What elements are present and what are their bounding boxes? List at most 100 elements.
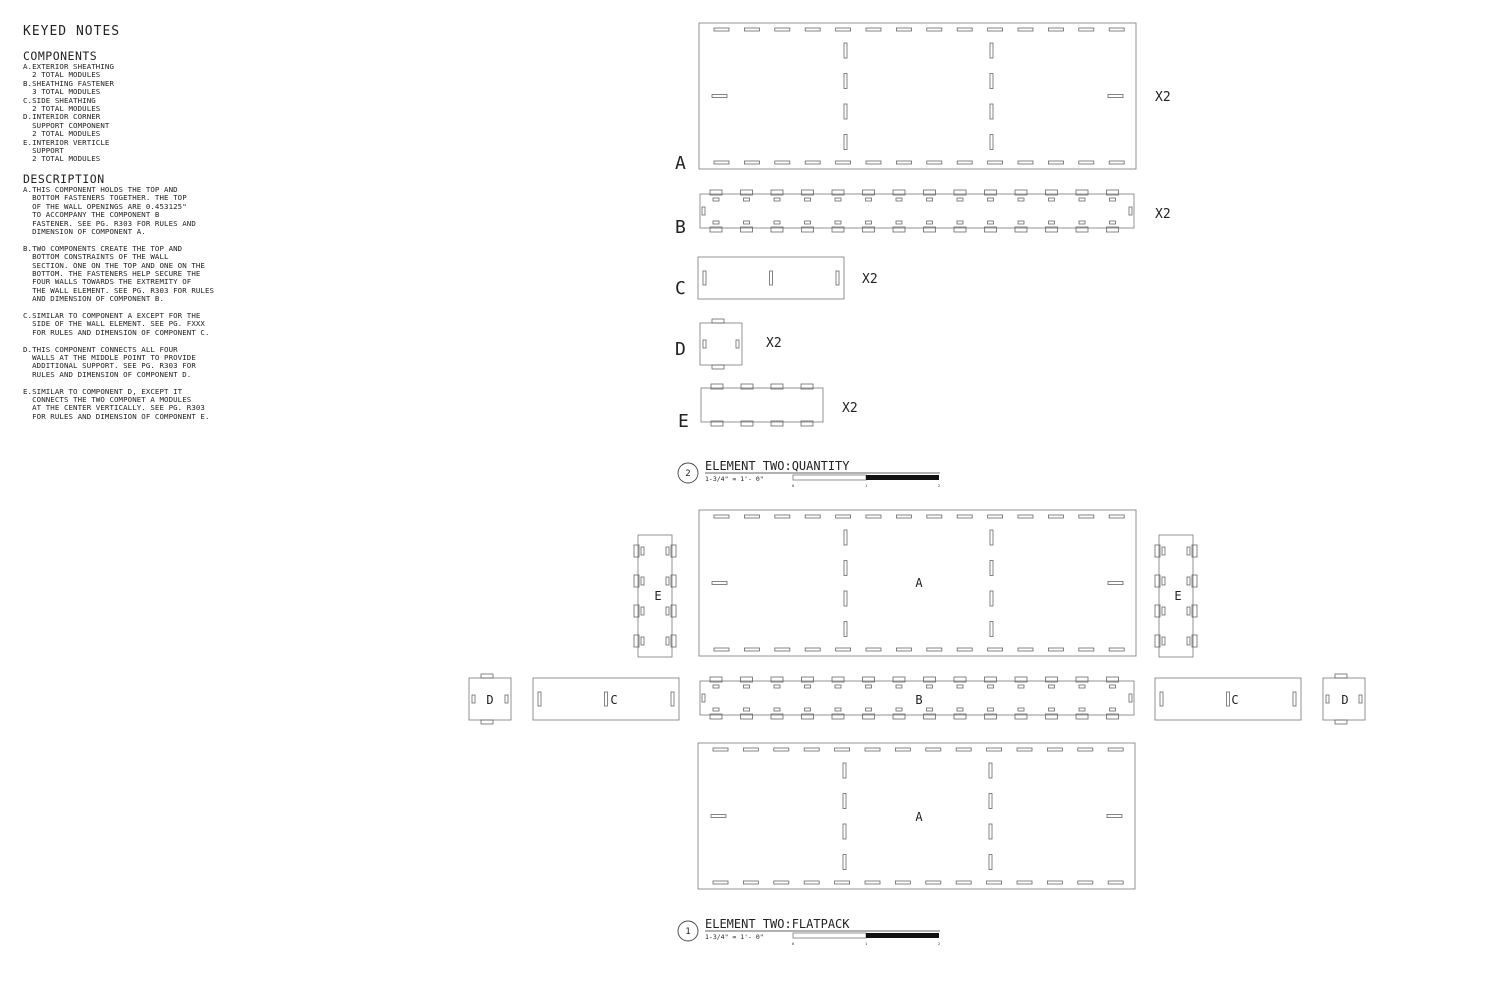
quantity-part-count: X2 (842, 401, 858, 416)
fastener-hole (926, 684, 933, 689)
flatpack_view-number-bubble (677, 920, 699, 942)
description-item: D.THIS COMPONENT CONNECTS ALL FOUR WALLS… (23, 344, 263, 380)
fastener-hole (865, 707, 872, 712)
vertical-slot (989, 529, 994, 546)
bottom-slot (926, 160, 943, 165)
bottom-slot (804, 160, 821, 165)
fastener-hole (743, 707, 750, 712)
bottom-slot (835, 647, 851, 652)
top-slot (1017, 27, 1034, 32)
fastener-hole (804, 707, 811, 712)
fastener-hole (834, 197, 842, 202)
bottom-slot (1047, 880, 1063, 885)
fastener-hole (804, 220, 811, 225)
e-tab (770, 383, 784, 390)
fastener-hole (712, 707, 720, 712)
bottom-slot (773, 880, 790, 885)
fastener-tab-bottom (770, 713, 784, 720)
end-slot (1128, 693, 1133, 703)
description-line: BOTTOM FASTENERS TOGETHER. THE TOP (23, 193, 187, 203)
bottom-slot (713, 160, 730, 165)
c-slot (702, 270, 707, 286)
fastener-tab-top (892, 189, 906, 196)
component-a-outline (698, 22, 1137, 170)
component-e-outline (700, 387, 824, 423)
quantity-part-count: X2 (766, 336, 782, 351)
bottom-slot (865, 647, 882, 652)
scale-tick-label: 1 (865, 484, 867, 488)
bottom-slot (896, 160, 912, 165)
fastener-tab-top (709, 189, 723, 196)
top-slot (803, 747, 820, 752)
fastener-tab-top (1106, 676, 1119, 683)
component-note-line: A.EXTERIOR SHEATHING (23, 62, 114, 71)
flatpack-component-c-right (1154, 677, 1302, 721)
top-slot (1077, 747, 1094, 752)
e-tab (1191, 634, 1198, 648)
fastener-tab-bottom (1106, 226, 1119, 233)
vertical-slot (989, 590, 994, 607)
description-list: A.THIS COMPONENT HOLDS THE TOP AND BOTTO… (23, 185, 263, 421)
e-hole (640, 576, 645, 586)
top-slot (1016, 747, 1033, 752)
fastener-hole (1017, 197, 1025, 202)
fastener-hole (1078, 197, 1086, 202)
d-slot (504, 694, 509, 704)
component-note-line: 2 TOTAL MODULES (23, 129, 101, 139)
fastener-tab-top (740, 189, 753, 196)
d-tab (1334, 673, 1348, 679)
bottom-slot (986, 880, 1002, 885)
c-slot (1292, 691, 1297, 707)
fastener-hole (956, 707, 964, 712)
description-line: THE WALL ELEMENT. SEE PG. R303 FOR RULES (23, 285, 215, 295)
fastener-hole (926, 197, 933, 202)
component-b-outline (699, 680, 1135, 716)
scale-tick-label: 2 (938, 484, 940, 488)
fastener-tab-bottom (1014, 713, 1028, 720)
e-tab (800, 383, 814, 390)
fastener-tab-bottom (1075, 226, 1089, 233)
e-tab (670, 634, 677, 648)
quantity_view-title-block (677, 462, 940, 484)
fastener-tab-bottom (831, 226, 845, 233)
d-tab (480, 673, 494, 679)
description-line: AND DIMENSION OF COMPONENT B. (23, 294, 165, 304)
description-line: C.SIMILAR TO COMPONENT A EXCEPT FOR THE (23, 310, 201, 320)
d-tab (711, 364, 725, 370)
description-line: D.THIS COMPONENT CONNECTS ALL FOUR (23, 344, 178, 354)
description-line: BOTTOM. THE FASTENERS HELP SECURE THE (23, 268, 201, 278)
quantity-part-letter: B (675, 217, 686, 238)
description-line: FOR RULES AND DIMENSION OF COMPONENT E. (23, 411, 210, 421)
fastener-tab-bottom (740, 713, 753, 720)
description-line: SIDE OF THE WALL ELEMENT. SEE PG. FXXX (23, 319, 205, 329)
fastener-hole (1109, 220, 1116, 225)
fastener-tab-top (953, 189, 967, 196)
quantity_view-view-number: 2 (685, 469, 690, 479)
fastener-tab-top (923, 189, 936, 196)
fastener-hole (834, 684, 842, 689)
fastener-tab-bottom (801, 226, 814, 233)
fastener-tab-top (1014, 189, 1028, 196)
description-line: BOTTOM CONSTRAINTS OF THE WALL (23, 252, 169, 262)
e-hole (665, 636, 670, 646)
vertical-slot (843, 560, 848, 576)
bottom-slot (987, 647, 1003, 652)
d-tab (1334, 719, 1348, 725)
bottom-slot (1048, 160, 1064, 165)
d-slot (735, 339, 740, 349)
components-title: COMPONENTS (23, 49, 98, 63)
top-slot (1108, 27, 1125, 32)
bottom-slot (955, 880, 972, 885)
top-slot (926, 27, 943, 32)
e-hole (1186, 606, 1191, 616)
scale-bar-white (792, 932, 867, 939)
e-tab (710, 383, 724, 390)
top-slot (955, 747, 972, 752)
fastener-tab-top (801, 189, 814, 196)
flatpack-label-d: D (486, 693, 493, 707)
fastener-tab-top (862, 189, 875, 196)
fastener-hole (987, 220, 994, 225)
side-slot (711, 94, 728, 98)
c-slot (769, 270, 773, 286)
